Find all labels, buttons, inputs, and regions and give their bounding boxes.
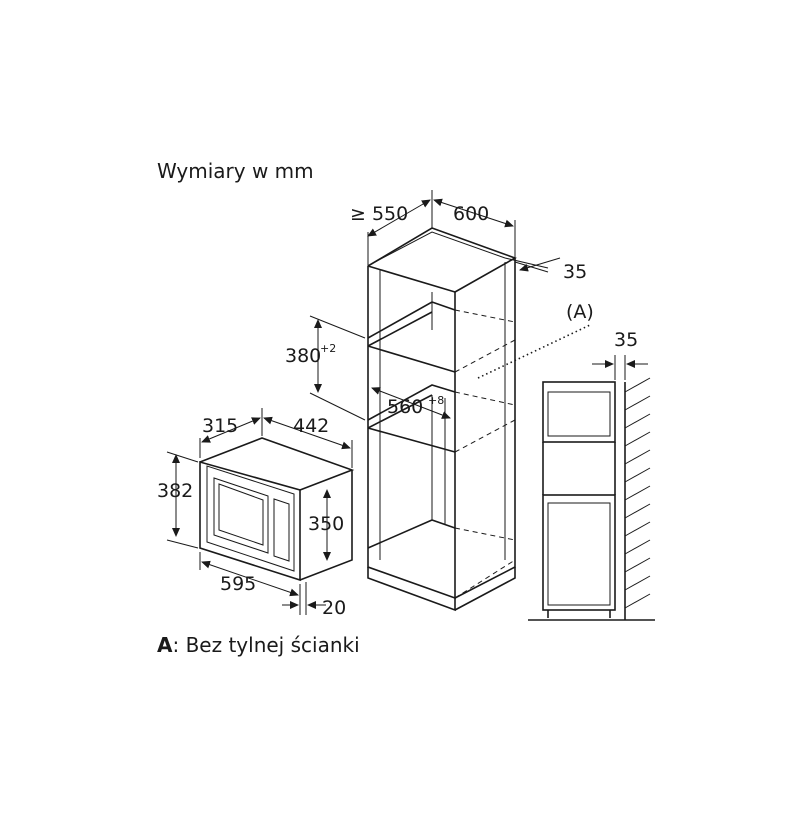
caption-text: : Bez tylnej ścianki [172, 633, 359, 657]
dim-niche-width: 560 [387, 396, 423, 418]
caption-key: A [157, 633, 173, 657]
dim-niche-height-tol: +2 [320, 342, 336, 355]
dim-cabinet-depth: ≥ 550 [350, 203, 408, 225]
dim-niche-width-tol: +8 [428, 394, 444, 407]
dim-cabinet-width: 600 [453, 203, 489, 225]
microwave-dimensions: 315 442 382 350 595 20 [157, 408, 353, 619]
dim-side-gap: 35 [614, 329, 638, 351]
svg-text:A: Bez tylnej ścianki: A: Bez tylnej ścianki [157, 633, 360, 657]
dim-front-depth: 20 [322, 597, 346, 619]
callout-a: (A) [477, 301, 594, 379]
dim-front-width: 595 [220, 573, 256, 595]
diagram-title: Wymiary w mm [157, 159, 314, 183]
dim-appliance-height: 382 [157, 480, 193, 502]
dim-cabinet-back-gap: 35 [563, 261, 587, 283]
wall-hatch [624, 377, 651, 609]
callout-a-label: (A) [566, 301, 594, 323]
caption: A: Bez tylnej ścianki [157, 633, 360, 657]
dim-appliance-depth: 315 [202, 415, 238, 437]
side-section: 35 [528, 329, 655, 621]
tall-cabinet [367, 227, 517, 612]
microwave [199, 437, 355, 582]
dim-front-height: 350 [308, 513, 344, 535]
cabinet-dimensions: ≥ 550 600 35 380 +2 560 +8 [285, 190, 587, 421]
dim-niche-height: 380 [285, 345, 321, 367]
dim-appliance-width: 442 [293, 415, 329, 437]
